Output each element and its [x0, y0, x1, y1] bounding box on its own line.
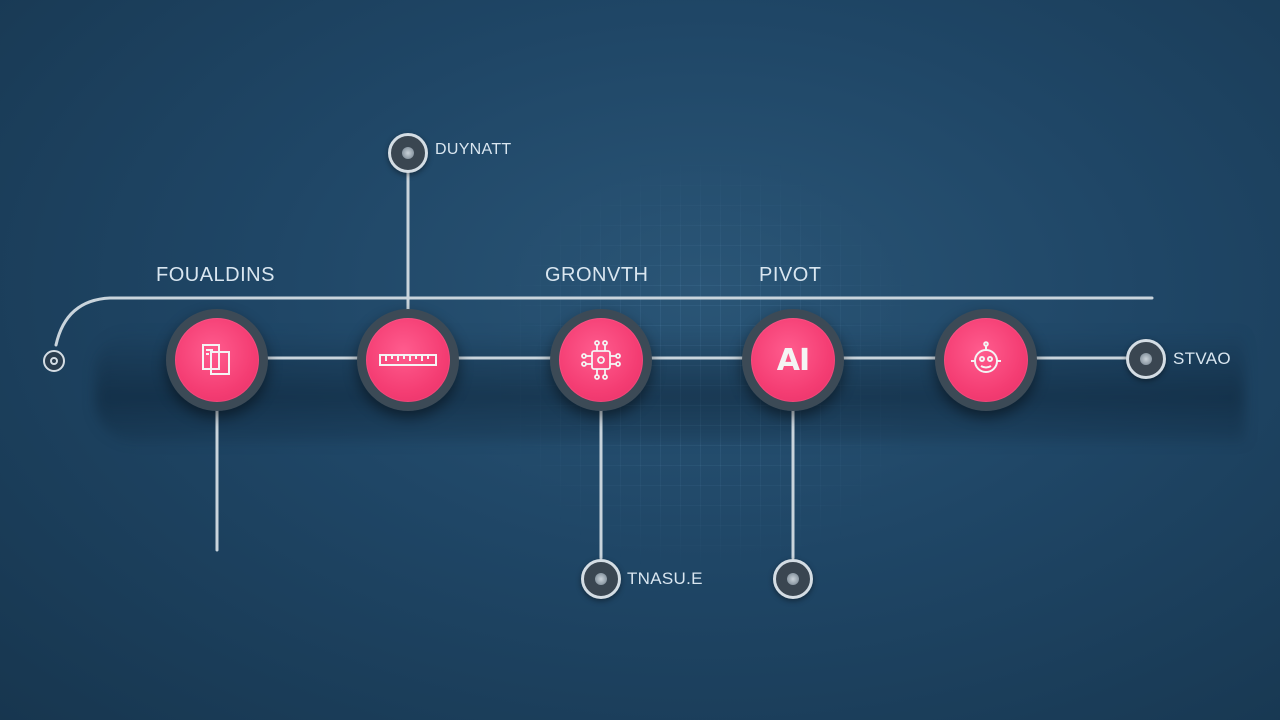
- marker-dot-icon: [402, 147, 414, 159]
- pivot-bottom-marker[interactable]: [773, 559, 813, 599]
- circuit-chip-icon: [581, 340, 621, 380]
- pivot-label: PIVOT: [759, 264, 822, 286]
- growth-label: GRONVTH: [545, 264, 649, 286]
- top-marker[interactable]: [388, 133, 428, 173]
- ruler-icon: [379, 354, 437, 366]
- milestone-node[interactable]: [357, 309, 459, 411]
- founding-label: FOUALDINS: [156, 264, 275, 286]
- documents-icon: [202, 344, 230, 375]
- timeline-track-shadow: [95, 330, 1245, 442]
- growth-bottom-label: TNASU.E: [627, 569, 703, 588]
- top-marker-label: DUYNATT: [435, 141, 512, 158]
- marker-dot-icon: [1140, 353, 1152, 365]
- ai-text-icon: AI: [776, 342, 810, 378]
- future-node[interactable]: [935, 309, 1037, 411]
- right-marker[interactable]: [1126, 339, 1166, 379]
- upper-timeline-line: [54, 296, 1154, 347]
- growth-bottom-marker[interactable]: [581, 559, 621, 599]
- robot-icon: [971, 341, 1001, 373]
- marker-dot-icon: [787, 573, 799, 585]
- timeline-start-marker: [43, 350, 65, 372]
- right-marker-label: STVAO: [1173, 349, 1231, 368]
- founding-node[interactable]: [166, 309, 268, 411]
- pivot-node[interactable]: AI: [742, 309, 844, 411]
- growth-node[interactable]: [550, 309, 652, 411]
- marker-dot-icon: [595, 573, 607, 585]
